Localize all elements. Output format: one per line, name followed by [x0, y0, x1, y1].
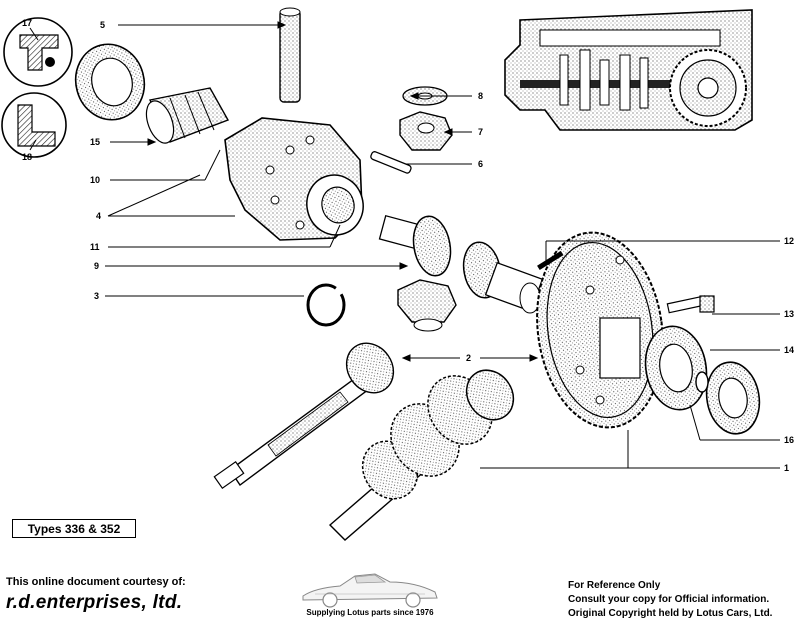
courtesy-text: This online document courtesy of:: [6, 576, 186, 588]
crown-wheel-bolt: [666, 295, 715, 314]
reference-line-1: For Reference Only: [568, 580, 661, 591]
callout-numbers: 5 8 7 6 15 10 4 11 9 3 12 13 14 16 2 1 1…: [22, 18, 794, 473]
callout-14: 14: [784, 345, 794, 355]
types-label: Types 336 & 352: [12, 519, 136, 538]
race-car-logo-icon: [302, 573, 438, 608]
callout-16: 16: [784, 435, 794, 445]
side-bearing: [644, 325, 708, 411]
sun-gear-right: [462, 241, 544, 314]
footer-disclaimer: For Reference Only Consult your copy for…: [568, 579, 800, 621]
oil-seal: [695, 361, 761, 435]
callout-11: 11: [90, 242, 100, 252]
callout-7: 7: [478, 127, 483, 137]
exploded-gearbox-diagram: 5 8 7 6 15 10 4 11 9 3 12 13 14 16 2 1 1…: [1, 7, 794, 541]
callout-8: 8: [478, 91, 483, 101]
circlip: [306, 283, 346, 327]
callout-9: 9: [94, 261, 99, 271]
seal-detail-inset-lower: [1, 92, 67, 158]
callout-5: 5: [100, 20, 105, 30]
input-shaft: [213, 342, 395, 490]
callout-4: 4: [96, 211, 101, 221]
crown-wheel: [536, 231, 664, 429]
seal-detail-inset-upper: [3, 17, 73, 87]
brand-name: r.d.enterprises, ltd.: [6, 592, 183, 613]
reference-line-3: Original Copyright held by Lotus Cars, L…: [568, 608, 773, 619]
callout-12: 12: [784, 236, 794, 246]
tagline: Supplying Lotus parts since 1976: [306, 608, 434, 617]
cross-pin: [279, 7, 301, 103]
layshaft-gear-cluster: [328, 369, 515, 541]
planet-pinion-upper: [399, 111, 453, 151]
taper-bearing: [145, 87, 230, 144]
differential-housing: [224, 117, 364, 241]
callout-15: 15: [90, 137, 100, 147]
callout-3: 3: [94, 291, 99, 301]
callout-1: 1: [784, 463, 789, 473]
leader-lines: [29, 21, 780, 469]
callout-18: 18: [22, 152, 32, 162]
callout-13: 13: [784, 309, 794, 319]
reference-line-2: Consult your copy for Official informati…: [568, 594, 770, 605]
sun-gear-left: [378, 214, 452, 277]
pinion-shaft: [370, 151, 412, 174]
callout-17: 17: [22, 18, 32, 28]
roll-pin: [537, 250, 564, 270]
callout-2: 2: [466, 353, 471, 363]
footer-logo: Supplying Lotus parts since 1976: [290, 566, 450, 617]
bearing-top-left: [74, 43, 146, 121]
footer-courtesy: This online document courtesy of: r.d.en…: [6, 576, 246, 614]
gearbox-section-inset: [504, 9, 753, 131]
callout-6: 6: [478, 159, 483, 169]
planet-pinion-lower: [397, 279, 457, 332]
callout-10: 10: [90, 175, 100, 185]
